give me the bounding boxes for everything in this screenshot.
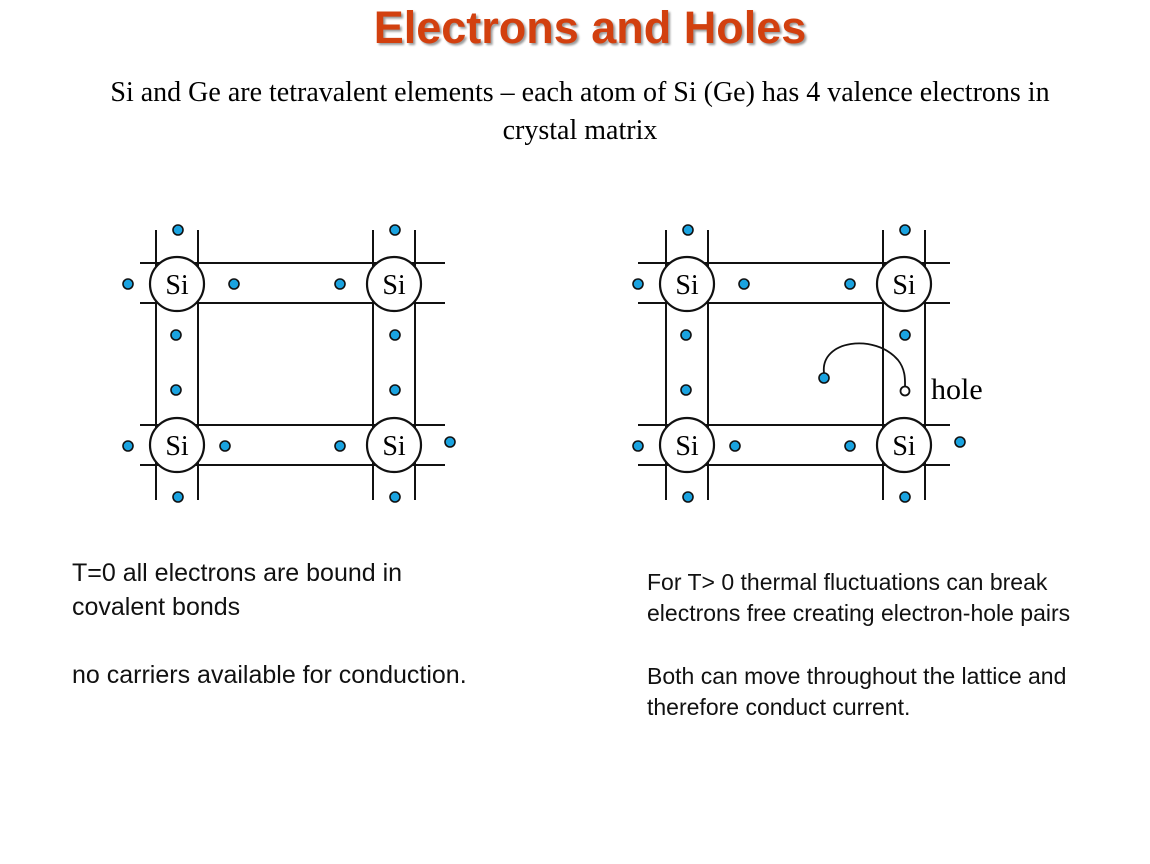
lattice-diagram-t0: Si Si Si Si — [110, 215, 470, 515]
electron-dot — [954, 436, 966, 448]
si-atom-bottom-right — [365, 416, 423, 474]
electron-dot — [899, 491, 911, 503]
si-label: Si — [892, 431, 916, 462]
si-label: Si — [382, 431, 406, 462]
si-label: Si — [165, 270, 189, 301]
si-atom-bottom-left — [148, 416, 206, 474]
electron-dot — [172, 491, 184, 503]
caption-t-zero-text: all electrons are bound in covalent bond… — [72, 559, 403, 621]
si-atom-top-left — [148, 255, 206, 313]
electron-dot — [170, 329, 182, 341]
si-atoms: Si Si Si Si — [148, 255, 423, 474]
electron-dot — [738, 278, 750, 290]
electron-dot — [899, 224, 911, 236]
electron-trajectory-arc — [823, 342, 906, 388]
electron-dot — [219, 440, 231, 452]
electron-dot — [389, 329, 401, 341]
lattice-svg-t0: Si Si Si Si — [122, 224, 456, 503]
hole-marker — [899, 385, 911, 397]
slide-subtitle: Si and Ge are tetravalent elements – eac… — [110, 77, 1050, 146]
caption-t-zero-line2: no carriers available for conduction. — [72, 661, 467, 689]
lattice-svg-t-positive: Si Si Si Si hole — [632, 224, 983, 503]
electron-dot — [680, 329, 692, 341]
electron-dot — [844, 278, 856, 290]
si-label: Si — [382, 270, 406, 301]
caption-t-zero: T=0 all electrons are bound in covalent … — [72, 556, 492, 692]
slide-title: Electrons and Holes — [373, 2, 807, 53]
electron-dot — [444, 436, 456, 448]
electron-dot — [389, 491, 401, 503]
electron-dot — [389, 384, 401, 396]
si-label: Si — [165, 431, 189, 462]
electron-dot — [632, 278, 644, 290]
hole-label: hole — [931, 373, 983, 406]
si-atom-bottom-left — [658, 416, 716, 474]
electron-dot — [632, 440, 644, 452]
si-atoms: Si Si Si Si — [658, 255, 933, 474]
electron-dot — [682, 224, 694, 236]
free-electron-dot — [818, 372, 830, 384]
electron-dot — [172, 224, 184, 236]
valence-electrons — [122, 224, 456, 503]
caption-t-positive-line2: Both can move throughout the lattice and… — [647, 663, 1067, 720]
caption-t-positive-line1: For T> 0 thermal fluctuations can break … — [647, 569, 1071, 626]
caption-t-positive: For T> 0 thermal fluctuations can break … — [647, 567, 1127, 723]
electron-dot — [170, 384, 182, 396]
si-label: Si — [892, 270, 916, 301]
si-label: Si — [675, 431, 699, 462]
electron-dot — [729, 440, 741, 452]
si-atom-top-left — [658, 255, 716, 313]
caption-t-zero-line1: T=0 all electrons are bound in covalent … — [72, 556, 492, 624]
si-atom-top-right — [875, 255, 933, 313]
caption-t-zero-prefix: T=0 — [72, 559, 116, 587]
electron-dot — [122, 440, 134, 452]
electron-dot — [334, 278, 346, 290]
electron-dot — [122, 278, 134, 290]
electron-dot — [228, 278, 240, 290]
electron-dot — [680, 384, 692, 396]
electron-dot — [899, 329, 911, 341]
si-atom-top-right — [365, 255, 423, 313]
valence-electrons — [632, 224, 966, 503]
electron-dot — [389, 224, 401, 236]
electron-dot — [844, 440, 856, 452]
electron-dot — [334, 440, 346, 452]
si-label: Si — [675, 270, 699, 301]
lattice-diagram-t-positive: Si Si Si Si hole — [620, 215, 1040, 515]
si-atom-bottom-right — [875, 416, 933, 474]
electron-dot — [682, 491, 694, 503]
